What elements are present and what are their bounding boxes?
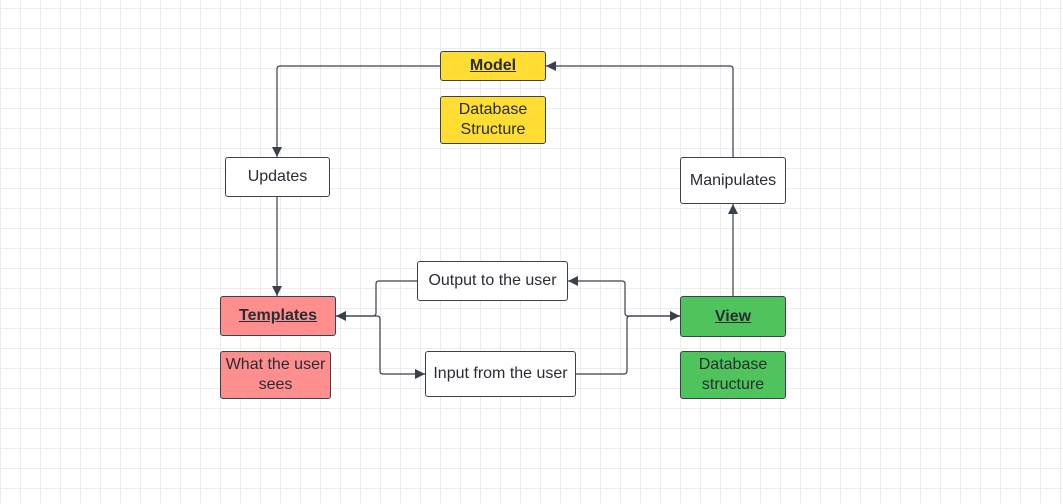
connector-templates-to-input [336, 315, 425, 379]
manipulates-node-label: Manipulates [689, 171, 777, 189]
input-node-label: Input from the user [433, 365, 568, 382]
model-node[interactable]: Model [440, 51, 546, 81]
view-node[interactable]: View [680, 296, 786, 337]
templates-node[interactable]: Templates [220, 296, 336, 336]
updates-node[interactable]: Updates [225, 157, 330, 197]
model-note[interactable]: Database Structure [440, 96, 546, 144]
templates-note[interactable]: What the user sees [220, 351, 331, 399]
view-node-label: View [714, 307, 752, 325]
manipulates-node[interactable]: Manipulates [680, 157, 786, 204]
output-node-label: Output to the user [428, 272, 557, 289]
updates-node-label: Updates [247, 168, 308, 185]
connector-output-to-templates [336, 280, 417, 321]
model-note-label: Database Structure [458, 101, 528, 138]
connector-manipulates-to-model [546, 61, 734, 157]
templates-note-label: What the user sees [225, 356, 326, 393]
connector-input-to-view [576, 311, 680, 375]
model-node-label: Model [469, 57, 517, 74]
view-note[interactable]: Database structure [680, 351, 786, 399]
connector-view-to-output [568, 276, 680, 317]
connector-model-to-updates [272, 65, 440, 157]
output-node[interactable]: Output to the user [417, 261, 568, 301]
view-note-label: Database structure [698, 356, 768, 393]
input-node[interactable]: Input from the user [425, 351, 576, 397]
templates-node-label: Templates [239, 307, 317, 324]
